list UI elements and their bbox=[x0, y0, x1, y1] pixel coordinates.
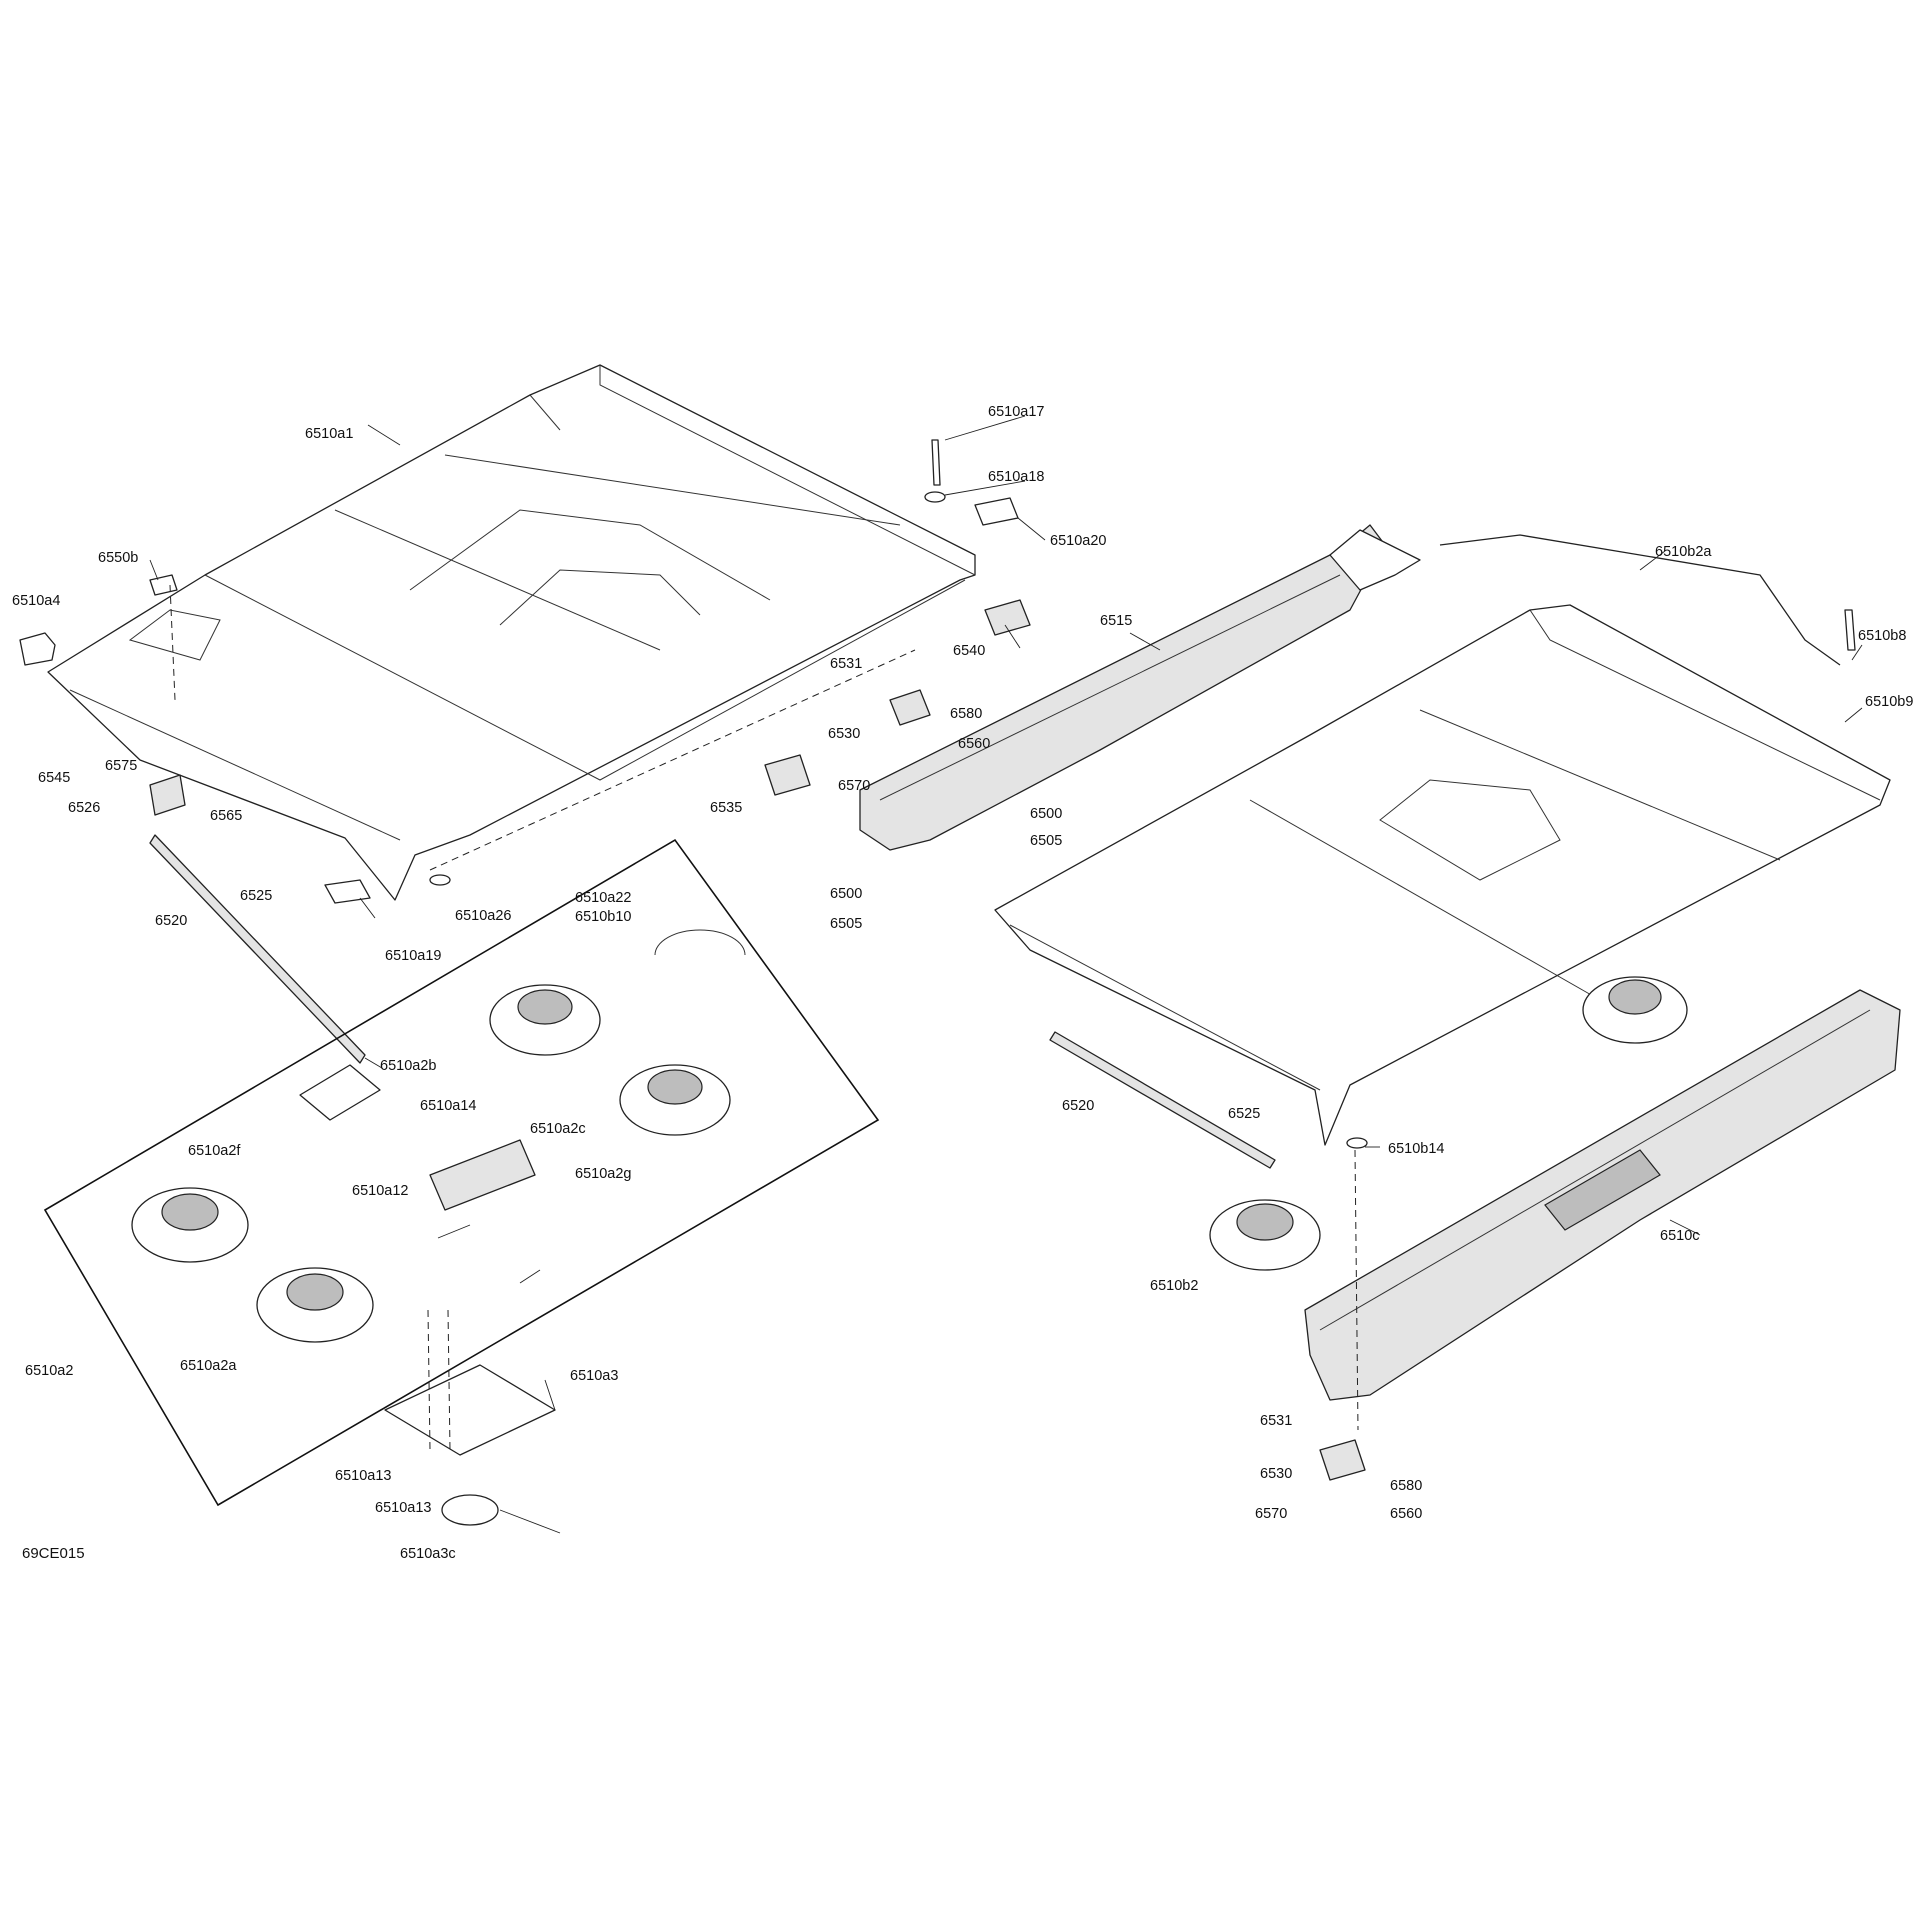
callout-label: 6510a22 bbox=[575, 890, 631, 906]
callout-label: 6500 bbox=[1030, 806, 1062, 822]
washer-6510a26 bbox=[429, 874, 451, 886]
callout-label: 6510a4 bbox=[12, 593, 60, 609]
leader-lines bbox=[149, 415, 1863, 1534]
callout-label: 6510a18 bbox=[988, 469, 1044, 485]
alignment-line-5 bbox=[1354, 1149, 1359, 1431]
callout-label: 6526 bbox=[68, 800, 100, 816]
alignment-line-1 bbox=[429, 649, 916, 871]
callout-label: 6520 bbox=[1062, 1098, 1094, 1114]
trim-piece-6510a20 bbox=[974, 497, 1019, 526]
callout-label: 6510c bbox=[1660, 1228, 1700, 1244]
hinge-6535 bbox=[764, 754, 811, 796]
washer-6510b14 bbox=[1346, 1137, 1368, 1149]
callout-label: 6531 bbox=[830, 656, 862, 672]
rear-roof-bar bbox=[1304, 989, 1901, 1401]
callout-label: 6510b14 bbox=[1388, 1141, 1444, 1157]
audio-kit-frame bbox=[43, 838, 880, 1507]
bumper-6510a4 bbox=[19, 632, 56, 666]
bolt-6510b8 bbox=[1844, 609, 1856, 651]
speaker-6510b2 bbox=[1209, 1199, 1321, 1271]
callout-label: 6525 bbox=[1228, 1106, 1260, 1122]
callout-label: 6510b10 bbox=[575, 909, 631, 925]
callout-label: 6510a13 bbox=[335, 1468, 391, 1484]
callout-label: 6510a2g bbox=[575, 1166, 631, 1182]
speaker-right-upper bbox=[1582, 976, 1688, 1044]
hinge-6530-lower bbox=[1319, 1439, 1366, 1481]
callout-label: 6580 bbox=[950, 706, 982, 722]
callout-label: 6510a1 bbox=[305, 426, 353, 442]
callout-label: 6575 bbox=[105, 758, 137, 774]
connector-6540 bbox=[984, 599, 1031, 636]
callout-label: 6510a2 bbox=[25, 1363, 73, 1379]
right-roof-panel bbox=[994, 604, 1891, 1146]
harness-6510b2a bbox=[1439, 534, 1841, 666]
callout-label: 6560 bbox=[1390, 1506, 1422, 1522]
callout-label: 6510a3 bbox=[570, 1368, 618, 1384]
callout-label: 6570 bbox=[838, 778, 870, 794]
callout-label: 6530 bbox=[1260, 1466, 1292, 1482]
callout-label: 6505 bbox=[830, 916, 862, 932]
callout-label: 6510b2 bbox=[1150, 1278, 1198, 1294]
callout-label: 6570 bbox=[1255, 1506, 1287, 1522]
trim-piece-6510a19 bbox=[324, 879, 371, 904]
clip-6550b bbox=[149, 574, 178, 596]
callout-label: 6510a3c bbox=[400, 1546, 456, 1562]
callout-label: 6510b2a bbox=[1655, 544, 1712, 560]
washer-6510a18 bbox=[924, 491, 946, 503]
bolt-6510a17 bbox=[931, 439, 941, 486]
callout-label: 6545 bbox=[38, 770, 70, 786]
callout-label: 6580 bbox=[1390, 1478, 1422, 1494]
left-roof-panel bbox=[47, 364, 976, 901]
callout-label: 6510a14 bbox=[420, 1098, 476, 1114]
callout-label: 6510a26 bbox=[455, 908, 511, 924]
callout-label: 6510b9 bbox=[1865, 694, 1913, 710]
callout-label: 6500 bbox=[830, 886, 862, 902]
callout-label: 6510a2f bbox=[188, 1143, 241, 1159]
callout-label: 6505 bbox=[1030, 833, 1062, 849]
callout-label: 6560 bbox=[958, 736, 990, 752]
hinge-6530-upper bbox=[889, 689, 931, 726]
callout-label: 6510b8 bbox=[1858, 628, 1906, 644]
callout-label: 6510a2b bbox=[380, 1058, 436, 1074]
seal-strip-left bbox=[149, 834, 366, 1064]
callout-label: 6510a13 bbox=[375, 1500, 431, 1516]
callout-label: 6565 bbox=[210, 808, 242, 824]
callout-label: 6530 bbox=[828, 726, 860, 742]
callout-label: 6510a2a bbox=[180, 1358, 237, 1374]
front-header-bar bbox=[859, 524, 1421, 851]
callout-label: 6540 bbox=[953, 643, 985, 659]
seal-strip-right bbox=[1049, 1031, 1276, 1169]
callout-label: 6531 bbox=[1260, 1413, 1292, 1429]
callout-label: 6510a19 bbox=[385, 948, 441, 964]
callout-label: 6525 bbox=[240, 888, 272, 904]
callout-label: 6520 bbox=[155, 913, 187, 929]
callout-label: 6510a17 bbox=[988, 404, 1044, 420]
drawing-id: 69CE015 bbox=[22, 1545, 85, 1562]
callout-labels: 6510a1 6510a17 6510a18 6510a20 6550b 6510a4 65… bbox=[12, 404, 1913, 1562]
callout-label: 6510a20 bbox=[1050, 533, 1106, 549]
hinge-bracket-6545 bbox=[149, 774, 186, 816]
callout-label: 6515 bbox=[1100, 613, 1132, 629]
callout-label: 6510a2c bbox=[530, 1121, 586, 1137]
callout-label: 6535 bbox=[710, 800, 742, 816]
audio-kit-components bbox=[131, 929, 746, 1526]
callout-label: 6510a12 bbox=[352, 1183, 408, 1199]
callout-label: 6550b bbox=[98, 550, 138, 566]
